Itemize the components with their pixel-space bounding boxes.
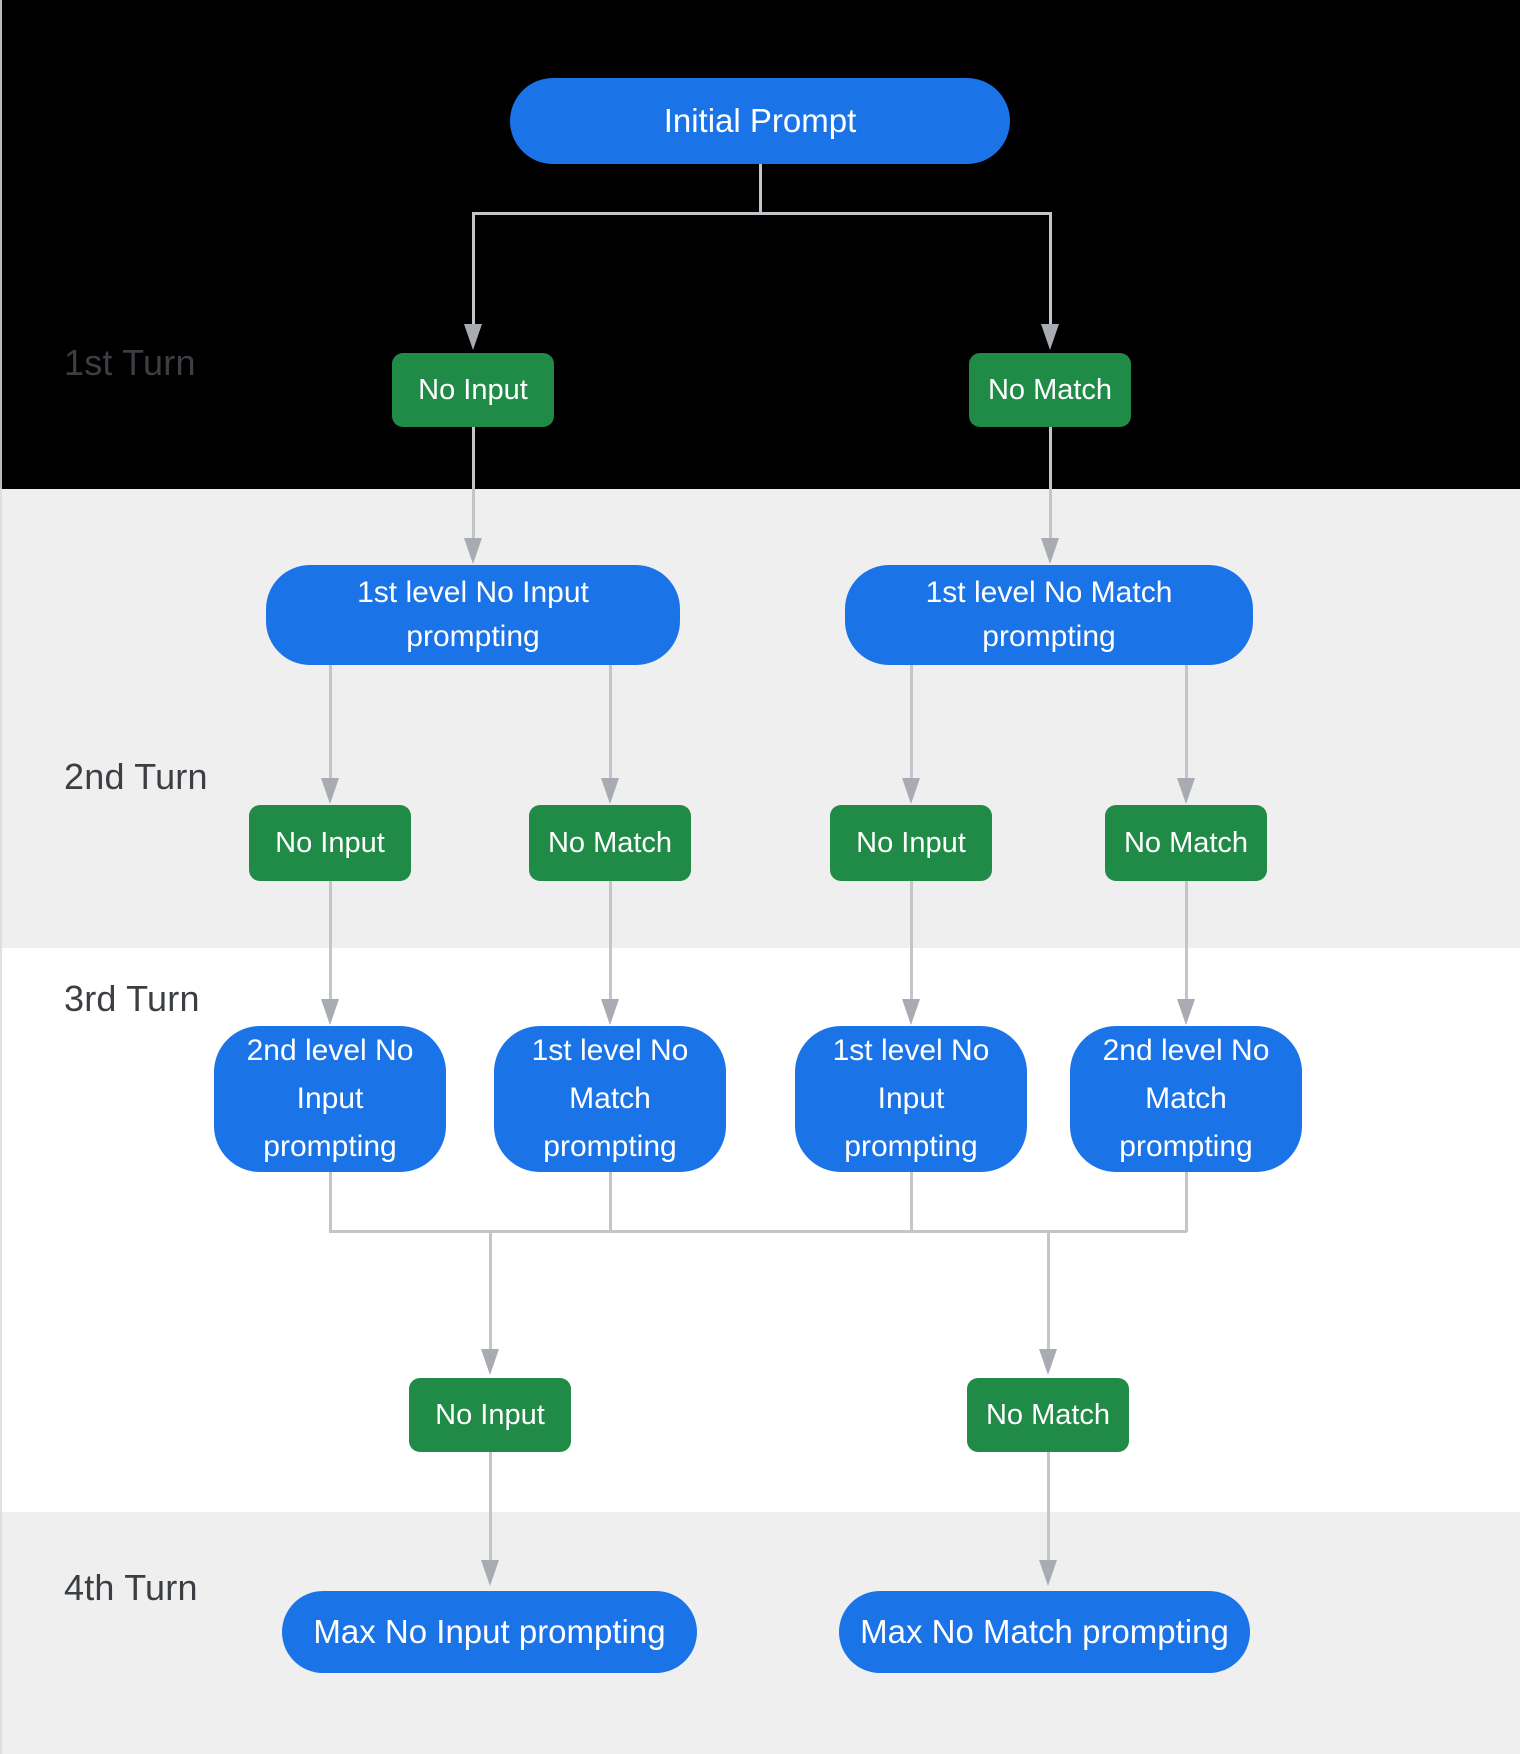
- node-turn3-no-input: No Input: [409, 1378, 571, 1452]
- node-level1-no-match-prompting-label: 1st level No Match prompting: [925, 576, 1173, 653]
- node-turn3-no-input-label: No Input: [435, 1398, 545, 1431]
- connector-merge-stub: [1185, 1172, 1188, 1232]
- node-turn2-no-match-left: No Match: [529, 805, 691, 881]
- arrow-down-icon: [1177, 999, 1195, 1025]
- node-level1-no-match-prompting: 1st level No Match prompting: [845, 565, 1253, 665]
- connector-level1-to-turn2: [1185, 665, 1188, 779]
- connector-to-max-no-match: [1047, 1452, 1050, 1560]
- arrow-down-icon: [1177, 778, 1195, 804]
- left-edge-line: [0, 0, 2, 1754]
- arrow-down-icon: [464, 324, 482, 350]
- node-level1-no-input-prompting: 1st level No Input prompting: [266, 565, 680, 665]
- node-level1-no-input-prompting-b: 1st level No Input prompting: [795, 1026, 1027, 1172]
- arrow-down-icon: [464, 538, 482, 564]
- connector-merge-stub: [609, 1172, 612, 1232]
- connector-no-match-to-level1: [1049, 427, 1052, 539]
- turn-4-label: 4th Turn: [64, 1567, 198, 1608]
- arrow-down-icon: [1041, 324, 1059, 350]
- connector-level1-to-turn2: [329, 665, 332, 779]
- connector-merge-stub: [329, 1172, 332, 1232]
- connector-turn2-to-turn3: [910, 881, 913, 1001]
- turn-2-label: 2nd Turn: [64, 756, 208, 797]
- node-max-no-match-prompting: Max No Match prompting: [839, 1591, 1250, 1673]
- connector-to-max-no-input: [489, 1452, 492, 1560]
- connector-level1-to-turn2: [910, 665, 913, 779]
- node-level2-no-input-prompting: 2nd level No Input prompting: [214, 1026, 446, 1172]
- arrow-down-icon: [601, 778, 619, 804]
- node-max-no-input-prompting-label: Max No Input prompting: [313, 1613, 666, 1650]
- arrow-down-icon: [481, 1560, 499, 1586]
- node-level1-no-match-prompting-b: 1st level No Match prompting: [494, 1026, 726, 1172]
- node-turn2-no-input-right: No Input: [830, 805, 992, 881]
- arrow-down-icon: [902, 778, 920, 804]
- connector-to-turn1-no-input: [472, 212, 475, 324]
- node-level1-no-input-prompting-label: 1st level No Input prompting: [357, 576, 589, 653]
- arrow-down-icon: [1039, 1560, 1057, 1586]
- background-band-turn2-gray: [0, 489, 1520, 948]
- node-turn1-no-input-label: No Input: [418, 373, 528, 406]
- node-level2-no-match-prompting-label: 2nd level No Match prompting: [1102, 1034, 1270, 1163]
- background-band-turn4-gray: [0, 1512, 1520, 1754]
- connector-merge-bar: [329, 1230, 1187, 1233]
- arrow-down-icon: [902, 999, 920, 1025]
- arrow-down-icon: [321, 999, 339, 1025]
- background-band-top-black: [0, 0, 1520, 489]
- node-turn2-no-input-right-label: No Input: [856, 826, 966, 859]
- node-turn2-no-match-left-label: No Match: [547, 826, 673, 859]
- node-level2-no-input-prompting-label: 2nd level No Input prompting: [246, 1034, 414, 1163]
- node-level1-no-input-prompting-b-label: 1st level No Input prompting: [832, 1034, 990, 1163]
- node-turn2-no-match-right-label: No Match: [1123, 826, 1249, 859]
- node-turn1-no-match: No Match: [969, 353, 1131, 427]
- connector-to-turn1-no-match: [1049, 212, 1052, 324]
- node-turn2-no-input-left: No Input: [249, 805, 411, 881]
- node-level2-no-match-prompting: 2nd level No Match prompting: [1070, 1026, 1302, 1172]
- node-turn3-no-match-label: No Match: [985, 1398, 1111, 1431]
- connector-level1-to-turn2: [609, 665, 612, 779]
- connector-merge-to-turn3-no-match: [1047, 1232, 1050, 1350]
- arrow-down-icon: [601, 999, 619, 1025]
- connector-merge-to-turn3-no-input: [489, 1232, 492, 1350]
- arrow-down-icon: [1041, 538, 1059, 564]
- arrow-down-icon: [321, 778, 339, 804]
- node-turn3-no-match: No Match: [967, 1378, 1129, 1452]
- arrow-down-icon: [1039, 1349, 1057, 1375]
- node-turn1-no-input: No Input: [392, 353, 554, 427]
- connector-merge-stub: [910, 1172, 913, 1232]
- connector-initial-split: [473, 212, 1051, 215]
- turn-1-label: 1st Turn: [64, 342, 196, 383]
- node-max-no-input-prompting: Max No Input prompting: [282, 1591, 697, 1673]
- turn-3-label: 3rd Turn: [64, 978, 200, 1019]
- node-turn2-no-match-right: No Match: [1105, 805, 1267, 881]
- connector-turn2-to-turn3: [609, 881, 612, 1001]
- node-initial-prompt: Initial Prompt: [510, 78, 1010, 164]
- connector-turn2-to-turn3: [329, 881, 332, 1001]
- node-max-no-match-prompting-label: Max No Match prompting: [860, 1613, 1229, 1650]
- arrow-down-icon: [481, 1349, 499, 1375]
- node-turn1-no-match-label: No Match: [987, 373, 1113, 406]
- connector-turn2-to-turn3: [1185, 881, 1188, 1001]
- connector-initial-down: [759, 164, 762, 214]
- node-level1-no-match-prompting-b-label: 1st level No Match prompting: [531, 1034, 689, 1163]
- node-turn2-no-input-left-label: No Input: [275, 826, 385, 859]
- node-initial-prompt-label: Initial Prompt: [663, 102, 857, 139]
- connector-no-input-to-level1: [472, 427, 475, 539]
